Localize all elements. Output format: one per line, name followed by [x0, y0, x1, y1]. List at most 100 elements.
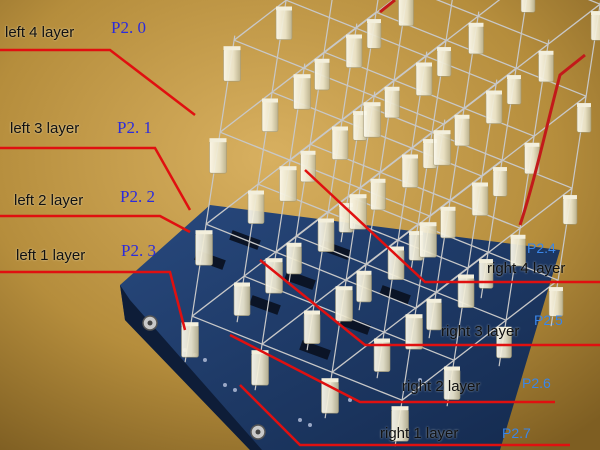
led: [506, 77, 522, 105]
led-top: [423, 139, 437, 144]
led: [303, 313, 321, 344]
led-cube: [181, 0, 600, 447]
wire: [498, 39, 550, 367]
led-top: [419, 222, 437, 227]
led: [562, 197, 578, 225]
led: [468, 25, 484, 55]
wire: [236, 0, 287, 323]
led-top: [391, 406, 409, 411]
led: [590, 13, 600, 41]
line-right-2-layer: [229, 333, 555, 404]
led-top: [286, 242, 302, 247]
wire: [306, 23, 358, 351]
led-top: [321, 378, 339, 383]
led-top: [468, 22, 484, 27]
led-top: [454, 114, 470, 119]
led-top: [440, 206, 456, 211]
led-top: [363, 102, 381, 107]
led-top: [195, 230, 213, 235]
led: [433, 132, 451, 166]
wire: [254, 63, 306, 391]
line-right-1-layer: [239, 384, 570, 447]
pin-right-4-layer: P2.4: [527, 240, 556, 256]
led: [223, 48, 241, 82]
led: [286, 245, 302, 275]
wire: [324, 91, 376, 419]
led-top: [496, 326, 512, 331]
pin-right-1-layer: P2.7: [502, 425, 531, 441]
led-top: [209, 138, 227, 143]
wire: [401, 279, 559, 401]
wire: [394, 119, 446, 447]
led: [492, 169, 508, 197]
wire: [191, 315, 403, 401]
led-top: [265, 258, 283, 263]
led: [261, 101, 279, 132]
led-top: [479, 259, 493, 264]
label-right-1-layer: right 1 layer: [380, 425, 459, 442]
pin-right-3-layer: P2.5: [534, 312, 563, 328]
pin-right-2-layer: P2.6: [522, 375, 551, 391]
led-top: [248, 190, 264, 195]
wire: [205, 223, 417, 309]
led-top: [293, 74, 311, 79]
led-top: [563, 195, 577, 200]
led: [440, 209, 456, 239]
led: [363, 104, 381, 138]
led: [335, 288, 353, 322]
led: [576, 105, 592, 133]
wire: [428, 11, 480, 339]
wire: [550, 0, 600, 327]
led-top: [444, 366, 460, 371]
label-right-4-layer: right 4 layer: [487, 260, 566, 277]
led-top: [181, 322, 199, 327]
led-top: [405, 314, 423, 319]
led: [538, 53, 554, 83]
wire: [410, 0, 453, 271]
led-top: [510, 234, 526, 239]
led: [454, 117, 470, 147]
label-right-3-layer: right 3 layer: [441, 323, 520, 340]
wire: [184, 35, 236, 363]
led-top: [335, 286, 353, 291]
label-right-2-layer: right 2 layer: [402, 378, 481, 395]
led-top: [388, 246, 404, 251]
wire: [443, 3, 600, 125]
led: [356, 273, 372, 303]
led: [485, 93, 503, 124]
wire: [415, 187, 573, 309]
wire: [358, 0, 407, 311]
led-top: [402, 154, 418, 159]
led: [426, 301, 442, 331]
pin-left-1-layer: P2. 3: [121, 241, 156, 260]
led: [415, 65, 433, 96]
label-left-1-layer: left 1 layer: [16, 247, 86, 264]
led: [195, 232, 213, 266]
led-top: [339, 203, 353, 208]
wire: [480, 0, 528, 299]
pin-left-2-layer: P2. 2: [120, 187, 155, 206]
led-top: [426, 298, 442, 303]
label-left-2-layer: left 2 layer: [14, 192, 84, 209]
wire: [435, 0, 549, 45]
line-left-3-layer: [0, 146, 192, 211]
line-right-3-layer: [259, 259, 600, 347]
led: [275, 9, 293, 40]
led-top: [577, 103, 591, 108]
led-top: [374, 338, 390, 343]
led-top: [458, 274, 474, 279]
line-left-2-layer: [0, 214, 191, 234]
wire: [376, 51, 428, 379]
pin-left-3-layer: P2. 1: [117, 118, 152, 137]
red-power-wire: [518, 53, 586, 226]
led-top: [524, 142, 540, 147]
led-top: [538, 50, 554, 55]
wire: [429, 95, 587, 217]
led: [293, 76, 311, 110]
led-top: [353, 111, 367, 116]
led: [247, 193, 265, 224]
led: [366, 21, 382, 49]
led-top: [279, 166, 297, 171]
led-top: [262, 98, 278, 103]
